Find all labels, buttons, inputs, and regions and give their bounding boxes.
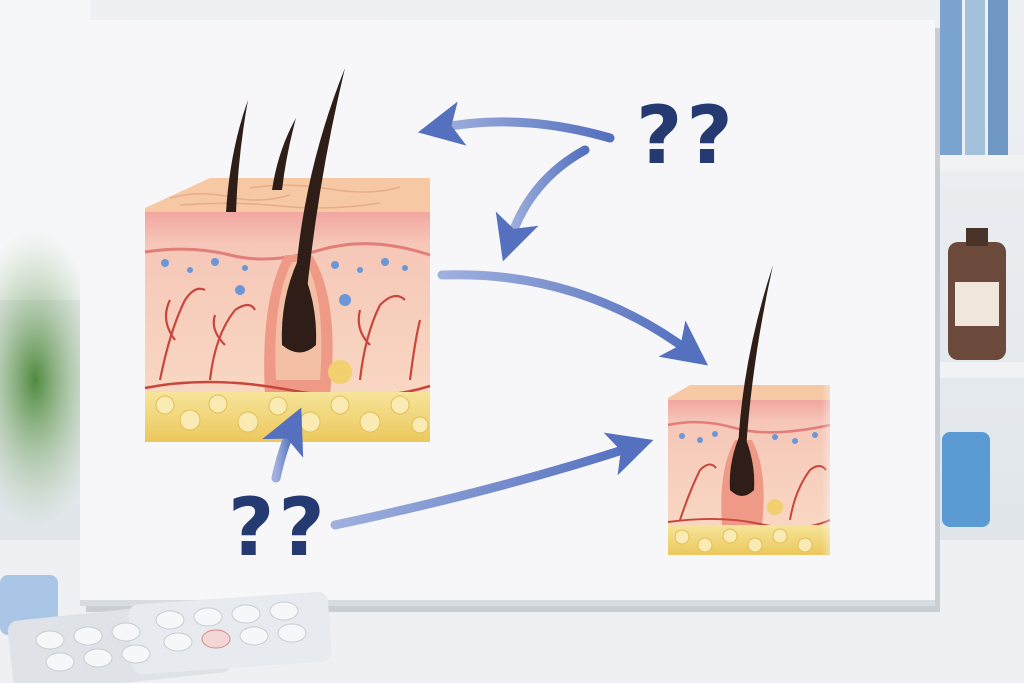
pills	[35, 601, 307, 672]
bottle-cap	[966, 228, 988, 246]
cells	[161, 258, 408, 306]
fat-cells	[155, 394, 429, 434]
shelf-board-1	[935, 155, 1024, 171]
small-hair-shaft	[738, 265, 773, 450]
blood-vessels-left	[158, 287, 256, 381]
arrow-qtop-to-large-upper	[417, 101, 615, 146]
hair-shaft-left-1	[226, 100, 248, 212]
small-fade	[760, 380, 842, 560]
arrow-qbottom-to-small	[330, 432, 654, 530]
arrows	[262, 101, 709, 530]
blood-vessels-right	[357, 294, 422, 381]
binder-blue-2	[965, 0, 985, 155]
bottle-label	[955, 282, 999, 326]
arrow-qbottom-to-large	[262, 407, 304, 483]
small-blood-vessels	[679, 463, 827, 521]
bottle-blue	[942, 432, 990, 527]
binder-blue-1	[940, 0, 962, 155]
plant-blur	[0, 230, 105, 530]
pill-blisters	[0, 575, 332, 683]
pill-red	[201, 629, 231, 649]
epidermis-line	[144, 242, 431, 261]
sebaceous-gland	[328, 360, 352, 384]
skin-cross-section-small	[667, 265, 842, 560]
arrow-qtop-curve-down	[495, 145, 590, 262]
hair-shaft-main	[294, 68, 345, 300]
question-marks-top: ??	[636, 89, 737, 182]
binder-blue-3	[988, 0, 1008, 155]
shelf-area	[935, 0, 1024, 527]
question-marks-bottom: ??	[228, 481, 329, 574]
hair-shaft-left-2	[272, 118, 296, 190]
board-edge	[80, 600, 935, 606]
skin-cross-section-large	[144, 68, 431, 442]
small-hair-bulb	[729, 430, 755, 496]
arrow-large-to-small	[437, 270, 709, 366]
shelf-board-2	[935, 362, 1024, 378]
